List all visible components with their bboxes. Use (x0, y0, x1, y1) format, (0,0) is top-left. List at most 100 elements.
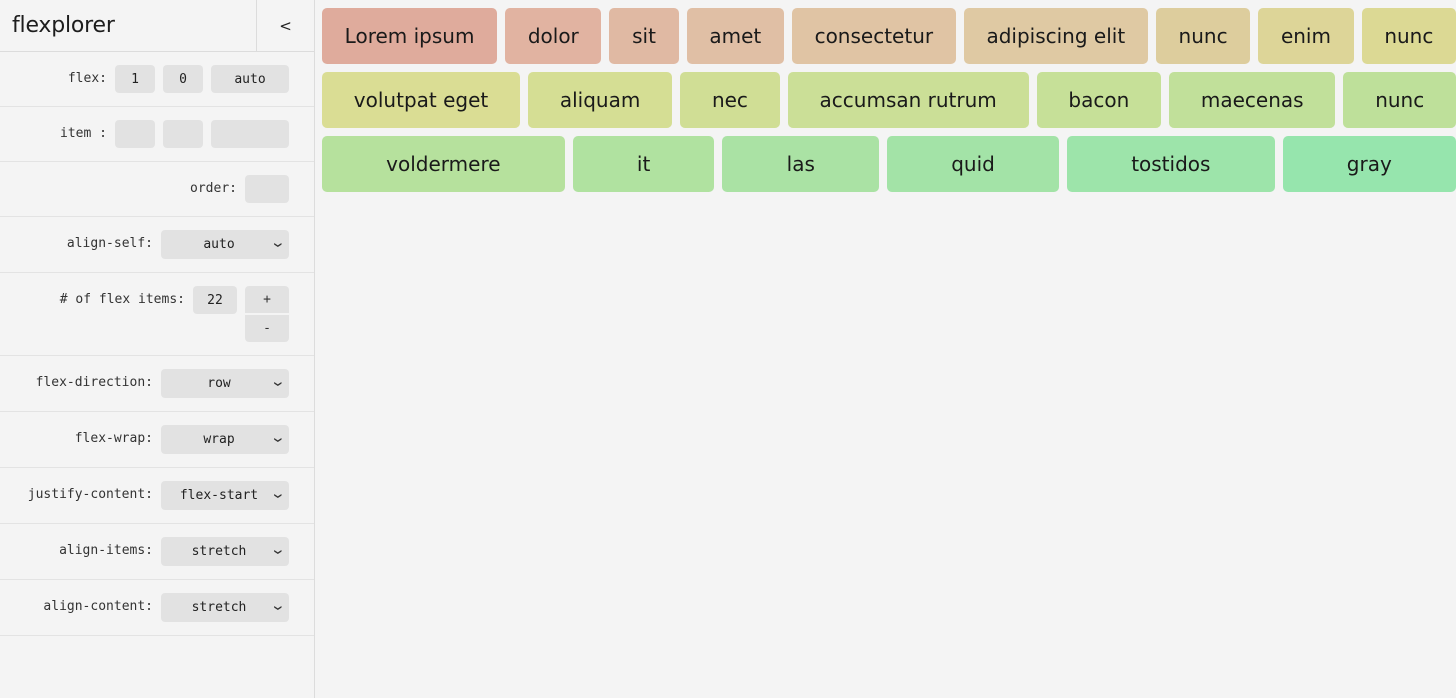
item-basis-input[interactable] (211, 120, 289, 148)
label-align-self: align-self: (66, 236, 153, 251)
controls-count: +- (193, 286, 289, 342)
justify-content-select[interactable]: flex-startflex-endcenterspace-betweenspa… (161, 481, 289, 510)
label-order: order: (190, 181, 237, 196)
flex-item-label: consectetur (814, 24, 934, 48)
control-row-flex: flex: (0, 52, 314, 107)
flex-item-label: bacon (1068, 88, 1130, 112)
flex-item[interactable]: consectetur (791, 8, 956, 64)
flex-item-label: tostidos (1131, 152, 1211, 176)
flex-item-count-stepper: +- (245, 286, 289, 342)
flex-item-label: amet (709, 24, 762, 48)
label-flex: flex: (67, 71, 107, 86)
flex-item[interactable]: quid (887, 136, 1060, 192)
order-input[interactable] (245, 175, 289, 203)
flex-item-label: volutpat eget (353, 88, 489, 112)
flex-item[interactable]: adipiscing elit (963, 8, 1148, 64)
flex-basis-input[interactable] (211, 65, 289, 93)
controls-item (115, 120, 289, 148)
controls-align-content: flex-startflex-endcenterspace-betweenspa… (161, 593, 289, 622)
justify-content-select-wrapper: flex-startflex-endcenterspace-betweenspa… (161, 481, 289, 510)
flex-container: Lorem ipsum dolor sit amet consectetur adipis… (322, 8, 1456, 192)
flex-item[interactable]: gray (1282, 136, 1456, 192)
control-row-justify-content: justify-content: flex-startflex-endcenter… (0, 468, 314, 524)
label-justify-content: justify-content: (27, 487, 153, 502)
flex-item-label: nunc (1384, 24, 1434, 48)
flex-item[interactable]: las (722, 136, 880, 192)
label-flex-wrap: flex-wrap: (74, 431, 153, 446)
label-count: # of flex items: (59, 292, 185, 307)
label-flex-direction: flex-direction: (35, 375, 153, 390)
flex-item[interactable]: sit (609, 8, 679, 64)
flex-item[interactable]: aliquam (528, 72, 673, 128)
flex-direction-select[interactable]: rowrow-reversecolumncolumn-reverse (161, 369, 289, 398)
page-title: flexplorer (12, 13, 115, 38)
control-row-flex-direction: flex-direction: rowrow-reversecolumncolum… (0, 356, 314, 412)
flex-item-label: nunc (1375, 88, 1425, 112)
label-item: item : (60, 126, 107, 141)
flex-canvas: Lorem ipsum dolor sit amet consectetur adipis… (315, 0, 1456, 698)
flex-item-label: enim (1280, 24, 1331, 48)
control-row-flex-wrap: flex-wrap: nowrapwrapwrap-reverse❯ (0, 412, 314, 468)
flex-item[interactable]: Lorem ipsum (322, 8, 498, 64)
flex-item-label: gray (1346, 152, 1392, 176)
control-row-item: item : (0, 107, 314, 162)
flex-wrap-select[interactable]: nowrapwrapwrap-reverse (161, 425, 289, 454)
item-shrink-input[interactable] (163, 120, 203, 148)
controls-align-self: autoflex-startflex-endcenterbaselinestre… (161, 230, 289, 259)
flex-item-label: las (786, 152, 815, 176)
align-content-select[interactable]: flex-startflex-endcenterspace-betweenspa… (161, 593, 289, 622)
flex-item[interactable]: accumsan rutrum (787, 72, 1029, 128)
flex-grow-input[interactable] (115, 65, 155, 93)
controls-align-items: flex-startflex-endcenterbaselinestretch❯ (161, 537, 289, 566)
flex-item-label: nec (711, 88, 748, 112)
flex-item-label: sit (632, 24, 656, 48)
flex-item-label: nunc (1178, 24, 1228, 48)
control-row-align-items: align-items: flex-startflex-endcenterbase… (0, 524, 314, 580)
sidebar-rows: flex: item : order: align-self: autoflex-sta… (0, 52, 314, 636)
label-align-items: align-items: (59, 543, 153, 558)
flex-item-count-input[interactable] (193, 286, 237, 314)
flex-item[interactable]: bacon (1036, 72, 1162, 128)
controls-flex-wrap: nowrapwrapwrap-reverse❯ (161, 425, 289, 454)
align-self-select-wrapper: autoflex-startflex-endcenterbaselinestre… (161, 230, 289, 259)
flex-item[interactable]: voldermere (322, 136, 565, 192)
sidebar-collapse-button[interactable]: < (256, 0, 314, 51)
flex-item[interactable]: it (572, 136, 715, 192)
flex-item[interactable]: nec (680, 72, 780, 128)
chevron-left-icon: < (279, 16, 292, 35)
controls-flex (115, 65, 289, 93)
flex-item[interactable]: nunc (1361, 8, 1456, 64)
align-content-select-wrapper: flex-startflex-endcenterspace-betweenspa… (161, 593, 289, 622)
flex-item[interactable]: volutpat eget (322, 72, 521, 128)
flex-item[interactable]: enim (1258, 8, 1354, 64)
flex-item[interactable]: nunc (1343, 72, 1456, 128)
controls-order (245, 175, 289, 203)
control-row-count: # of flex items: +- (0, 273, 314, 356)
decrement-items-button[interactable]: - (245, 315, 289, 342)
align-items-select[interactable]: flex-startflex-endcenterbaselinestretch (161, 537, 289, 566)
flex-item[interactable]: nunc (1155, 8, 1251, 64)
flex-shrink-input[interactable] (163, 65, 203, 93)
flex-item-label: Lorem ipsum (344, 24, 475, 48)
flex-item-label: maecenas (1200, 88, 1304, 112)
increment-items-button[interactable]: + (245, 286, 289, 313)
control-row-order: order: (0, 162, 314, 217)
control-row-align-content: align-content:flex-startflex-endcentersp… (0, 580, 314, 636)
flex-wrap-select-wrapper: nowrapwrapwrap-reverse❯ (161, 425, 289, 454)
flex-item-label: quid (951, 152, 995, 176)
sidebar-header: flexplorer < (0, 0, 314, 52)
item-grow-input[interactable] (115, 120, 155, 148)
align-self-select[interactable]: autoflex-startflex-endcenterbaselinestre… (161, 230, 289, 259)
flex-item[interactable]: amet (686, 8, 784, 64)
align-items-select-wrapper: flex-startflex-endcenterbaselinestretch❯ (161, 537, 289, 566)
flex-item-label: dolor (527, 24, 579, 48)
flex-item[interactable]: maecenas (1169, 72, 1336, 128)
controls-flex-direction: rowrow-reversecolumncolumn-reverse❯ (161, 369, 289, 398)
controls-sidebar: flexplorer < flex: item : order: align-self… (0, 0, 315, 698)
flex-item-label: it (636, 152, 651, 176)
flex-item[interactable]: tostidos (1067, 136, 1275, 192)
flex-item-label: adipiscing elit (986, 24, 1126, 48)
flex-direction-select-wrapper: rowrow-reversecolumncolumn-reverse❯ (161, 369, 289, 398)
flex-item[interactable]: dolor (505, 8, 602, 64)
